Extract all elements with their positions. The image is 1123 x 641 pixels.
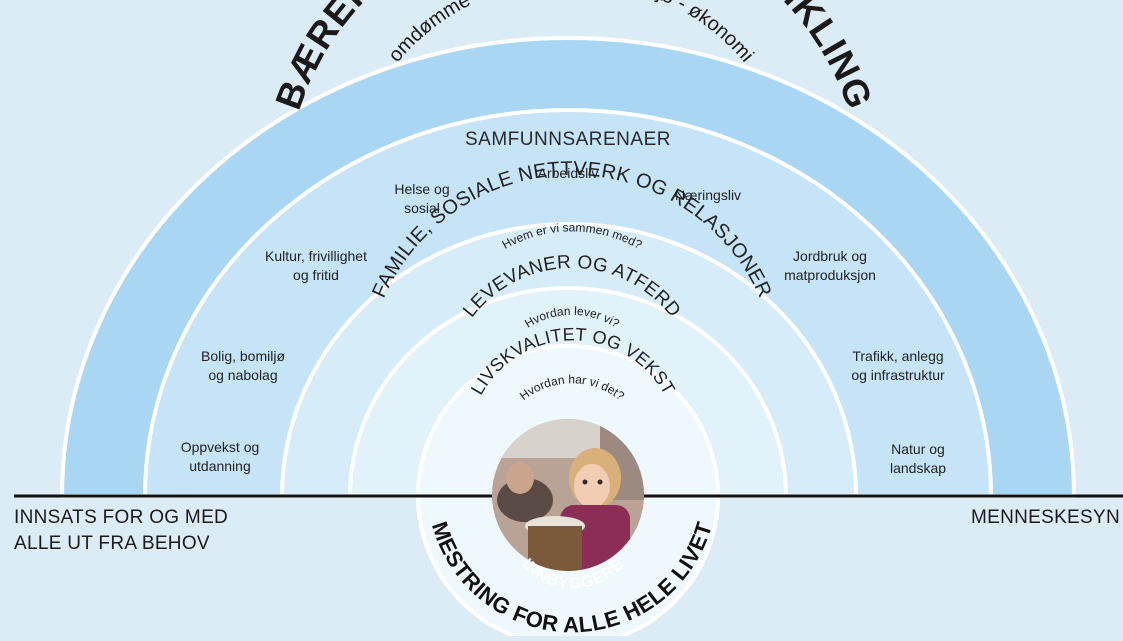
arenas-title: SAMFUNNSARENAER bbox=[465, 129, 671, 150]
arena-label-bolig: Bolig, bomiljø og nabolag bbox=[200, 348, 286, 383]
arena-label-arbeidsliv: Arbeidsliv bbox=[537, 165, 599, 181]
arena-label-natur: Natur og landskap bbox=[889, 441, 947, 476]
left-text: INNSATS FOR OG MED ALLE UT FRA BEHOV bbox=[14, 507, 229, 554]
arena-label-helse: Helse og sosial bbox=[394, 181, 450, 216]
arena-label-kultur: Kultur, frivillighet og fritid bbox=[265, 248, 367, 283]
arena-label-jordbruk: Jordbruk og matproduksjon bbox=[784, 248, 876, 283]
arena-label-trafikk: Trafikk, anlegg og infrastruktur bbox=[851, 348, 945, 383]
arena-label-naeringsliv: Næringsliv bbox=[674, 187, 742, 203]
arena-label-oppvekst: Oppvekst og utdanning bbox=[180, 439, 260, 474]
right-text: MENNESKESYN bbox=[970, 507, 1120, 528]
